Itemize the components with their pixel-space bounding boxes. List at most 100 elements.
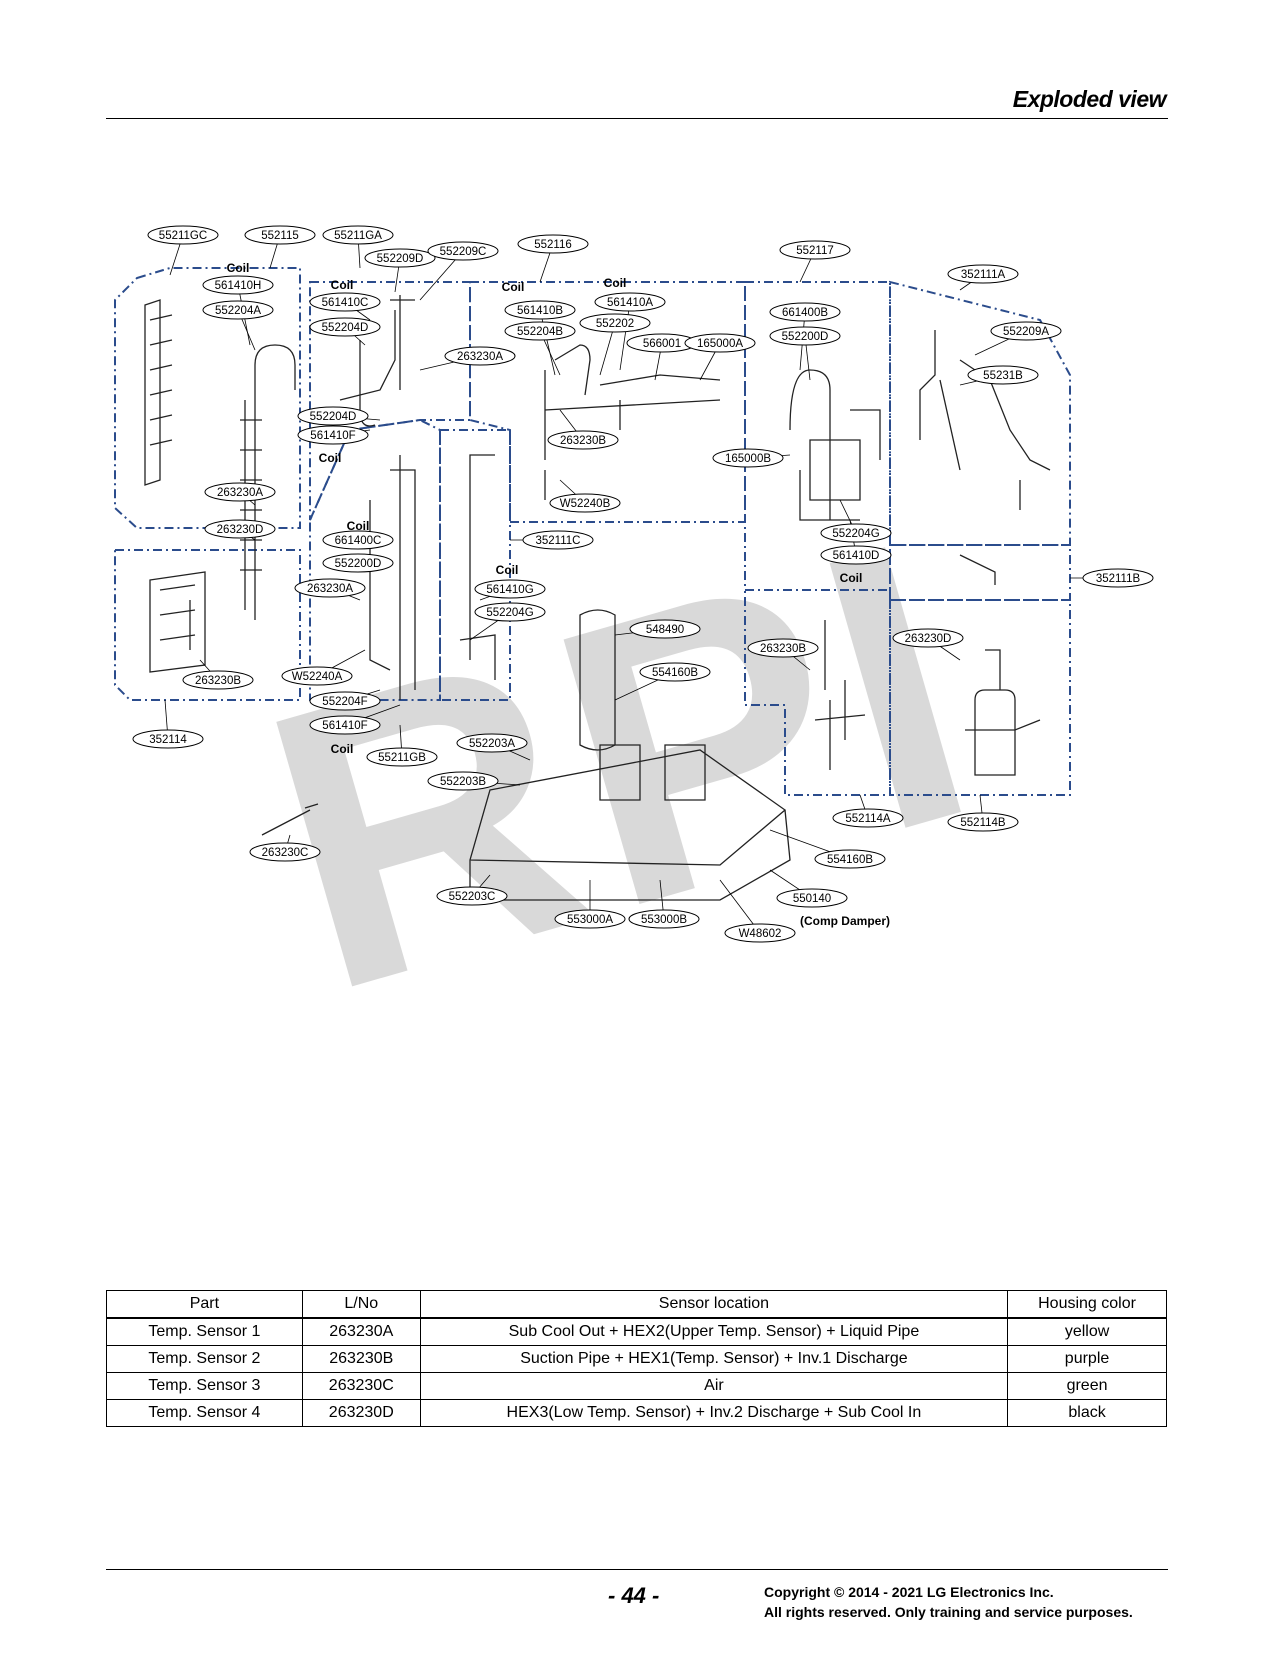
copyright-line-1: Copyright © 2014 - 2021 LG Electronics I… [764, 1584, 1054, 1600]
callout-label: 55211GC [159, 230, 207, 242]
assembly-group-outline [744, 589, 891, 796]
part-callout: 263230B [747, 638, 819, 658]
cell-color: black [1007, 1399, 1167, 1427]
copyright-line-2: All rights reserved. Only training and s… [764, 1604, 1133, 1620]
callout-label: 352114 [149, 734, 187, 746]
coil-note: Coil [347, 519, 370, 533]
part-callout: 552204F [309, 691, 381, 711]
part-callout: 561410H [202, 275, 274, 295]
callout-label: 552203A [469, 738, 515, 750]
callout-bubble [364, 248, 436, 268]
table-row: Temp. Sensor 1 263230A Sub Cool Out + HE… [106, 1317, 1167, 1346]
callout-bubble [639, 662, 711, 682]
part-callout: 552117 [779, 240, 851, 260]
callout-bubble [769, 326, 841, 346]
callout-label: 552204G [832, 528, 879, 540]
coil-note: Coil [331, 742, 354, 756]
cell-part: Temp. Sensor 2 [106, 1345, 303, 1373]
cell-part: Temp. Sensor 3 [106, 1372, 303, 1400]
callout-bubble [712, 448, 784, 468]
callout-bubble [779, 240, 851, 260]
callout-label: 263230D [217, 524, 264, 536]
part-callout: 552114B [947, 812, 1019, 832]
callout-bubble [504, 300, 576, 320]
callout-label: 552117 [796, 245, 834, 257]
callout-label: 552200D [335, 558, 382, 570]
part-callout: 552200D [322, 553, 394, 573]
part-drawing [339, 295, 415, 427]
callout-label: 661400B [782, 307, 828, 319]
cell-part: Temp. Sensor 4 [106, 1399, 303, 1427]
part-callout: 55211GC [147, 225, 219, 245]
table-row: Temp. Sensor 4 263230D HEX3(Low Temp. Se… [106, 1399, 1167, 1427]
callout-label: 263230A [457, 351, 503, 363]
callout-label: 263230B [195, 675, 241, 687]
callout-bubble [832, 808, 904, 828]
part-callout: 561410B [504, 300, 576, 320]
part-callout: 263230A [294, 578, 366, 598]
part-callout: 550140 [776, 888, 848, 908]
cell-part: Temp. Sensor 1 [106, 1317, 303, 1346]
part-drawing [959, 554, 996, 585]
part-drawing [459, 454, 496, 680]
callout-bubble [776, 888, 848, 908]
part-callout: 552114A [832, 808, 904, 828]
part-drawing [789, 369, 881, 521]
part-callout: 55211GA [322, 225, 394, 245]
part-callout: 552202 [579, 313, 651, 333]
callout-bubble [814, 849, 886, 869]
callout-label: W48602 [739, 928, 782, 940]
callout-bubble [436, 886, 508, 906]
part-drawing [149, 571, 206, 673]
callout-bubble [474, 602, 546, 622]
callout-label: 552203C [449, 891, 496, 903]
callout-bubble [297, 406, 369, 426]
callout-label: 55211GB [378, 752, 426, 764]
page-number: - 44 - [608, 1583, 660, 1608]
part-drawing [240, 344, 296, 620]
callout-label: 55231B [983, 370, 1023, 382]
part-callout: 661400B [769, 302, 841, 322]
callout-bubble [629, 619, 701, 639]
assembly-group-outline [439, 429, 511, 701]
part-callout: 552203B [427, 771, 499, 791]
comp-damper-note: (Comp Damper) [800, 914, 890, 928]
table-header-row: Part L/No Sensor location Housing color [106, 1290, 1167, 1319]
part-callout: 352111C [522, 530, 594, 550]
part-callout: 552209D [364, 248, 436, 268]
coil-note: Coil [227, 261, 250, 275]
callout-label: 561410A [607, 297, 653, 309]
part-callout: 566001 [626, 333, 698, 353]
part-callout: 352111A [947, 264, 1019, 284]
callout-label: 561410H [215, 280, 262, 292]
callout-bubble [456, 733, 528, 753]
header-part: Part [106, 1290, 303, 1319]
callout-bubble [947, 264, 1019, 284]
part-callout: 552204G [474, 602, 546, 622]
callout-bubble [294, 578, 366, 598]
cell-lno: 263230A [301, 1317, 421, 1346]
callout-bubble [747, 638, 819, 658]
part-callout: 552200D [769, 326, 841, 346]
callout-label: 55211GA [334, 230, 382, 242]
cell-color: purple [1007, 1345, 1167, 1373]
callout-bubble [366, 747, 438, 767]
callout-label: 263230A [217, 487, 263, 499]
part-drawing [469, 744, 791, 901]
assembly-group-outline [309, 281, 471, 521]
part-drawing [919, 330, 1051, 510]
callout-bubble [724, 923, 796, 943]
part-callout: 553000B [628, 909, 700, 929]
callout-bubble [309, 317, 381, 337]
part-callout: 552204D [309, 317, 381, 337]
part-callout: 263230D [892, 628, 964, 648]
callout-bubble [947, 812, 1019, 832]
part-callout: W52240A [281, 666, 353, 686]
callout-label: 263230B [560, 435, 606, 447]
callout-bubble [322, 225, 394, 245]
callout-bubble [474, 579, 546, 599]
callout-bubble [517, 234, 589, 254]
part-callout: 552209C [427, 241, 499, 261]
part-callout: 263230A [444, 346, 516, 366]
cell-color: green [1007, 1372, 1167, 1400]
